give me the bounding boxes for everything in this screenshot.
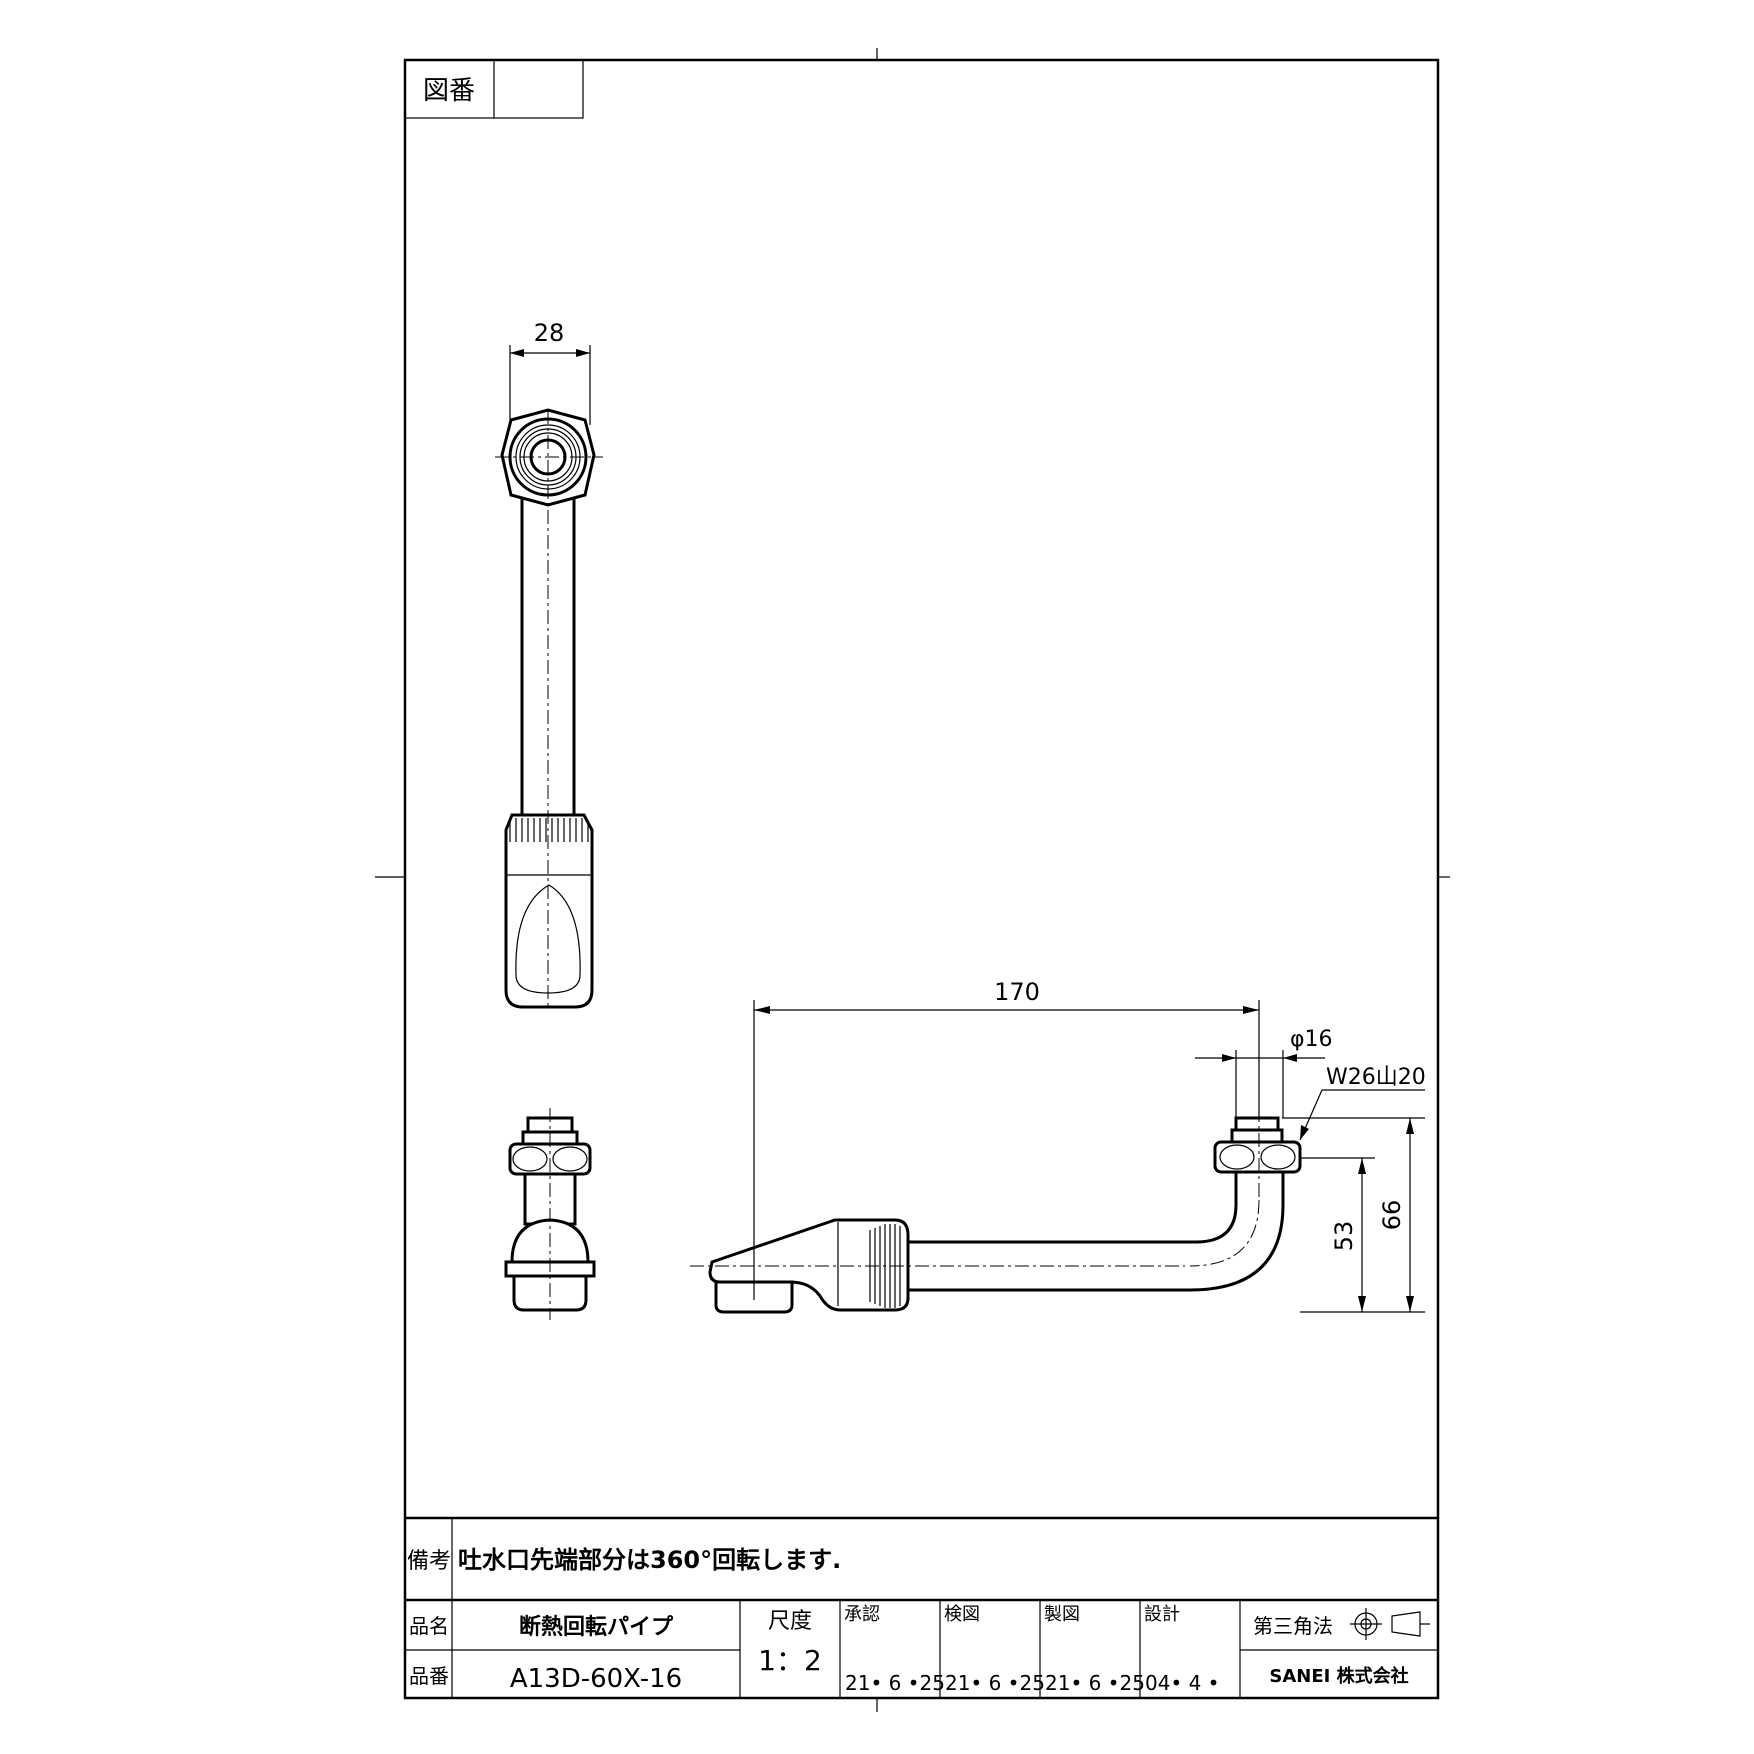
dim-height-53: 53 — [1330, 1221, 1358, 1252]
remarks-text: 吐水口先端部分は360°回転します. — [458, 1546, 841, 1574]
scale-label: 尺度 — [768, 1609, 812, 1634]
product-number: A13D-60X-16 — [510, 1664, 682, 1694]
approval-label: 製図 — [1044, 1604, 1080, 1625]
approval-date: 04• 4 • — [1145, 1671, 1219, 1695]
drawing-number-box: 図番 — [404, 59, 584, 119]
dim-height-66: 66 — [1378, 1200, 1406, 1231]
remarks-label: 備考 — [407, 1549, 451, 1574]
company-name: SANEI 株式会社 — [1269, 1665, 1408, 1687]
product-name: 断熱回転パイプ — [519, 1614, 674, 1640]
knurling-top — [509, 818, 589, 842]
product-name-label: 品名 — [409, 1614, 449, 1638]
front-view — [504, 1108, 596, 1320]
approval-label: 承認 — [844, 1604, 880, 1625]
approval-date: 21• 6 •25 — [845, 1671, 945, 1695]
approval-date: 21• 6 •25 — [945, 1671, 1045, 1695]
dim-pipe-diameter: φ16 — [1290, 1027, 1333, 1052]
approval-date: 21• 6 •25 — [1045, 1671, 1145, 1695]
side-view: 170 φ16 W26山20 53 66 — [690, 978, 1426, 1314]
remarks-row: 備考 吐水口先端部分は360°回転します. — [405, 1516, 1438, 1600]
dim-width-28: 28 — [534, 319, 565, 347]
scale-value: 1：2 — [758, 1644, 822, 1677]
approval-label: 設計 — [1144, 1604, 1180, 1625]
top-view: 28 — [495, 319, 603, 1010]
projection-label: 第三角法 — [1253, 1614, 1333, 1638]
dim-thread: W26山20 — [1326, 1065, 1426, 1090]
approval-columns: 承認 21• 6 •25 検図 21• 6 •25 製図 21• 6 •25 設… — [844, 1604, 1219, 1695]
drawing-number-label: 図番 — [423, 76, 475, 106]
approval-label: 検図 — [944, 1604, 980, 1625]
centering-marks — [375, 48, 1450, 1712]
third-angle-projection-icon — [1350, 1608, 1430, 1640]
dim-length-170: 170 — [994, 978, 1040, 1006]
drawing-frame — [403, 58, 1440, 1700]
title-block: 品名 断熱回転パイプ 品番 A13D-60X-16 尺度 1：2 承認 21• … — [405, 1598, 1438, 1698]
product-number-label: 品番 — [409, 1664, 449, 1688]
